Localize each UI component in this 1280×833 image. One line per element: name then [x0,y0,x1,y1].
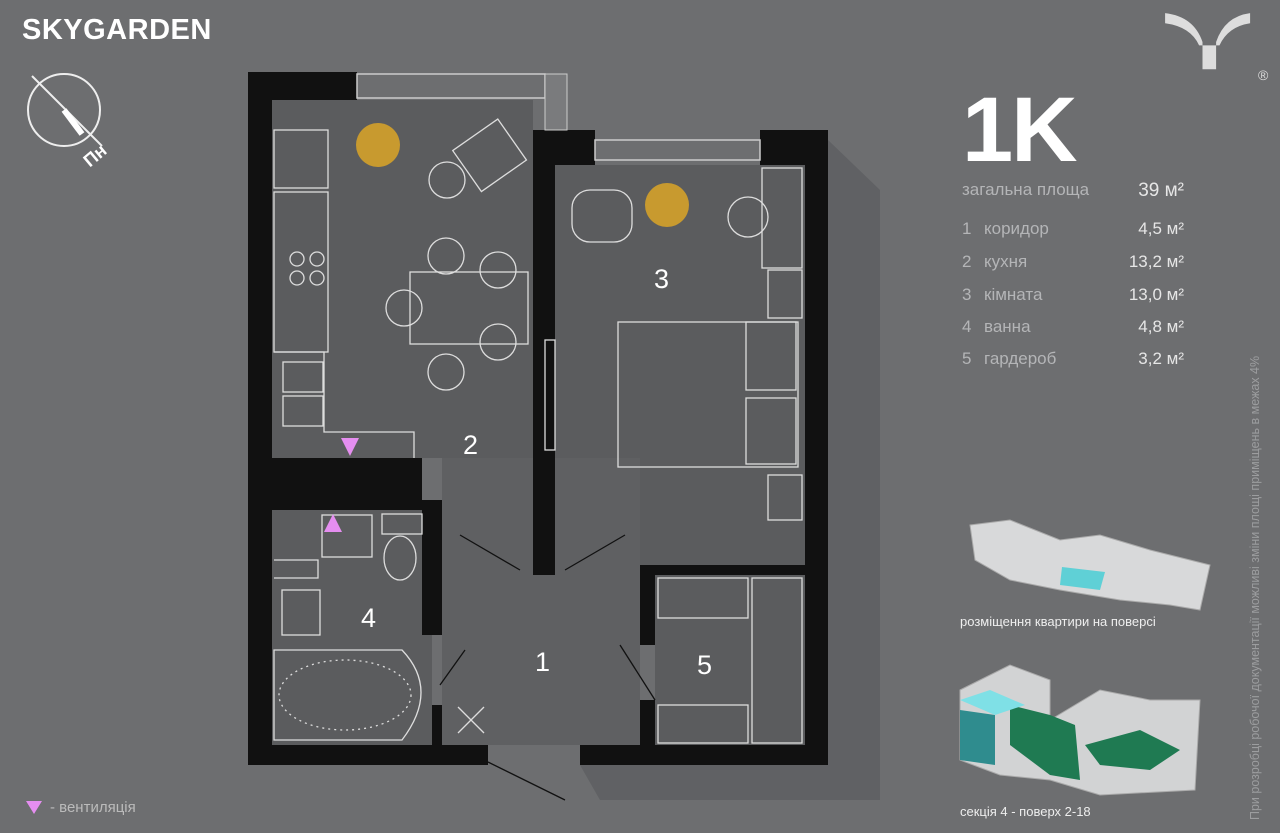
room-label-1: 1 [535,647,550,677]
compass-icon: Пн [27,73,111,171]
building-section-map [959,664,1201,796]
walls [248,72,828,765]
room-num: 2 [962,252,972,271]
room-area: 3,2 м² [1138,349,1184,368]
ventilation-legend-icon [26,801,42,814]
legend: - вентиляція [26,799,136,816]
room-num: 1 [962,219,972,238]
ventilation-icon [324,514,342,532]
room-num: 4 [962,317,972,336]
room-name: гардероб [984,349,1057,368]
brand-logo: SKYGARDEN [22,14,212,46]
room-num: 5 [962,349,972,368]
room-name: ванна [984,317,1031,336]
room-area: 13,0 м² [1128,285,1184,304]
legend-label: - вентиляція [50,799,136,816]
room-name: кімната [984,285,1043,304]
apartment-highlight [1060,567,1105,590]
floor-location-map [969,519,1211,611]
room-label-4: 4 [361,603,376,633]
room-area: 4,8 м² [1138,317,1184,336]
company-logo-icon: ® [1165,13,1269,83]
room-row: 3 кімната 13,0 м² [962,285,1184,305]
room-row: 1 коридор 4,5 м² [962,219,1184,239]
wardrobe-floor [655,575,805,745]
room-label-5: 5 [697,650,712,680]
room-area: 13,2 м² [1128,252,1184,271]
room-label-3: 3 [654,264,669,294]
total-area-row: загальна площа 39 м² [962,180,1184,202]
total-area-label: загальна площа [962,180,1090,199]
bath-floor [272,510,432,745]
floor-location-caption: розміщення квартири на поверсі [960,614,1156,629]
total-area-value: 39 м² [1138,180,1184,201]
registered-mark: ® [1258,67,1269,83]
room-row: 4 ванна 4,8 м² [962,317,1184,337]
room-row: 5 гардероб 3,2 м² [962,349,1184,369]
room-name: коридор [984,219,1049,238]
room-num: 3 [962,285,972,304]
room-row: 2 кухня 13,2 м² [962,252,1184,272]
plant-icon [356,123,689,227]
section-caption: секція 4 - поверх 2-18 [960,804,1091,819]
apartment-type: 1K [962,79,1078,181]
room-name: кухня [984,252,1028,271]
kitchen-floor [272,100,533,458]
room-area: 4,5 м² [1138,219,1184,238]
ventilation-icon [341,438,359,456]
room-label-2: 2 [463,430,478,460]
